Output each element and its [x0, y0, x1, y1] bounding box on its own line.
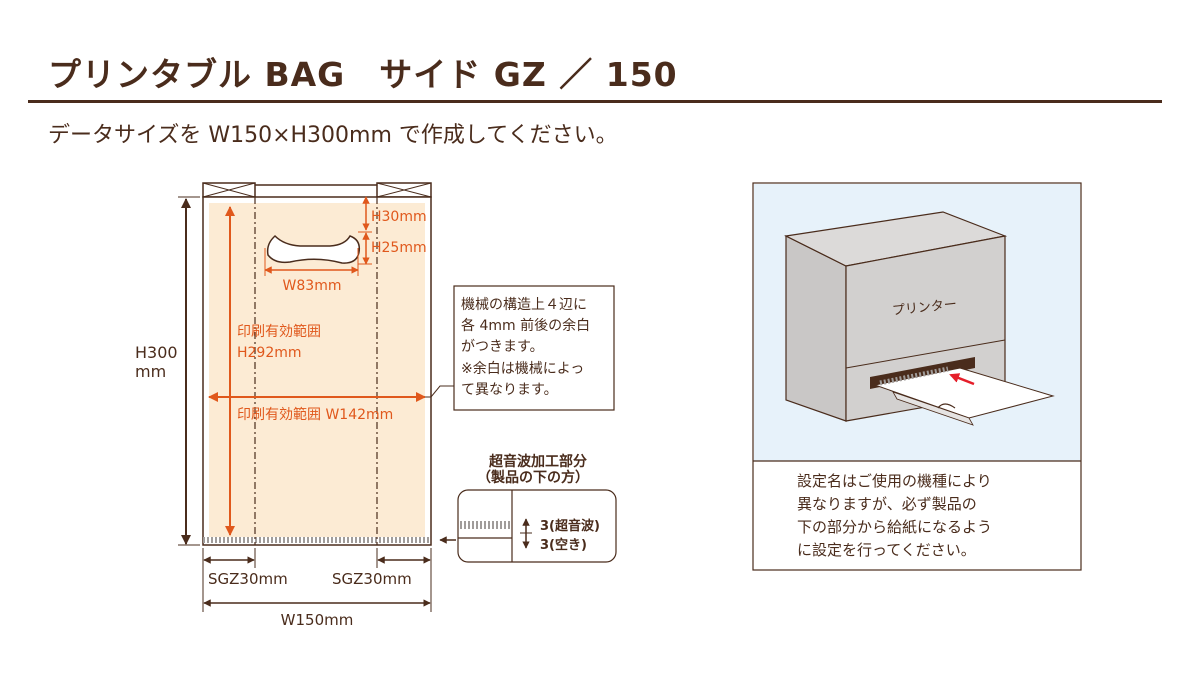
feed-direction-arrow	[949, 373, 975, 386]
handle-width-label: W83mm	[283, 278, 342, 294]
margin-note-line-1: 機械の構造上４辺に	[461, 297, 587, 313]
print-height-label-line-2: H292mm	[237, 345, 302, 361]
print-height-label-line-1: 印刷有効範囲	[237, 323, 321, 340]
margin-note: 機械の構造上４辺に 各 4mm 前後の余白 がつきます。 ※余白は機械によっ て…	[425, 285, 615, 411]
bag-diagram: W83mm H30mm H25mm 印刷有効範囲 H292mm 印刷有効範囲 W…	[135, 182, 432, 629]
print-width-label: 印刷有効範囲 W142mm	[237, 406, 393, 423]
printer-note-line-3: 下の部分から給紙になるよう	[797, 518, 992, 536]
printer-label: プリンター	[891, 297, 957, 319]
page-title: プリンタブル BAG サイド GZ ／ 150	[48, 55, 678, 94]
handle-cutout	[266, 234, 361, 264]
bag-height-label-line-1: H300	[135, 343, 178, 362]
margin-note-line-3: がつきます。	[461, 339, 544, 355]
printer-note-line-2: 異なりますが、必ず製品の	[797, 495, 977, 513]
ultrasonic-title-line-2: （製品の下の方）	[477, 469, 589, 486]
ultrasonic-title-line-1: 超音波加工部分	[488, 453, 587, 470]
handle-top-label: H30mm	[371, 209, 427, 225]
printer-note-line-1: 設定名はご使用の機種により	[797, 472, 992, 490]
right-gusset-label: SGZ30mm	[332, 570, 412, 588]
margin-note-line-5: て異なります。	[461, 382, 558, 398]
page-subtitle: データサイズを W150×H300mm で作成してください。	[48, 123, 618, 148]
printer-note-line-4: に設定を行ってください。	[797, 541, 976, 559]
left-gusset-label: SGZ30mm	[208, 570, 288, 588]
bag-height-label-line-2: mm	[135, 362, 166, 381]
printer-panel: プリンター 設定名はご使用の機種により 異なりますが、必ず製品の 下の部分から給…	[752, 182, 1082, 571]
margin-note-line-4: ※余白は機械によっ	[461, 360, 584, 377]
ultrasonic-detail: 超音波加工部分 （製品の下の方） 3(超音波) 3(空き)	[439, 453, 617, 563]
title-divider	[28, 100, 1162, 103]
bag-width-label: W150mm	[281, 611, 354, 629]
blank-label: 3(空き)	[540, 537, 587, 553]
handle-height-label: H25mm	[371, 240, 427, 256]
margin-note-line-2: 各 4mm 前後の余白	[461, 317, 590, 334]
ultrasonic-label: 3(超音波)	[540, 518, 600, 534]
